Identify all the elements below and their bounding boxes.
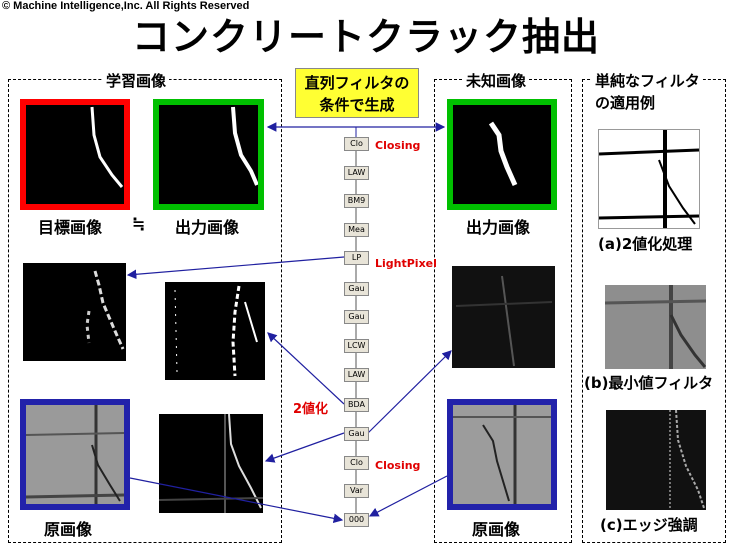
binarize-arrow [267, 332, 345, 405]
unknown-panel-title: 未知画像 [463, 70, 530, 91]
unknown-output-crack-shape [488, 121, 518, 187]
binarize-crack-shape [599, 130, 699, 228]
filter-node-3[interactable]: BM9 [344, 194, 369, 208]
filter-node-13[interactable]: Var [344, 484, 369, 498]
unknown-filtered-crack-shape [455, 275, 553, 367]
filter-node-4[interactable]: Mea [344, 223, 369, 237]
filter-node-11[interactable]: Gau [344, 427, 369, 441]
example-binarize-label: (a)2値化処理 [598, 235, 693, 253]
closing-annotation-bottom: Closing [375, 459, 421, 472]
example-binarize-image [598, 129, 700, 229]
output-image-label-right: 出力画像 [466, 218, 531, 237]
original-right-input-arrow [368, 475, 448, 517]
output-image-learning [153, 99, 264, 210]
example-edge-label: (c)エッジ強調 [600, 516, 698, 534]
lightpixel-annotation: LightPixel [375, 257, 437, 270]
output-image-label-left: 出力画像 [175, 218, 240, 237]
filter-node-7[interactable]: Gau [344, 310, 369, 324]
filter-callout: 直列フィルタの 条件で生成 [295, 68, 419, 118]
learning-panel-title: 学習画像 [103, 70, 170, 91]
filter-node-8[interactable]: LCW [344, 339, 369, 353]
original-image-learning [20, 399, 130, 510]
original-image-unknown [447, 399, 557, 510]
filter-node-1[interactable]: Clo [344, 137, 369, 151]
target-image [20, 99, 130, 210]
callout-line-1: 直列フィルタの [304, 74, 410, 92]
gaussian-intermediate-image [159, 414, 263, 513]
original-left-input-arrow [129, 477, 344, 524]
copyright-text: © Machine Intelligence,Inc. All Rights R… [2, 0, 250, 12]
filter-node-6[interactable]: Gau [344, 282, 369, 296]
lightpixel-crack-shape [85, 270, 125, 350]
approx-symbol: ≒ [132, 214, 146, 233]
binarized-crack-shape [174, 285, 258, 377]
filter-node-14[interactable]: 000 [344, 513, 369, 527]
simple-panel-title-2: の適用例 [592, 92, 659, 113]
filter-node-5[interactable]: LP [344, 251, 369, 265]
closing-annotation-top: Closing [375, 139, 421, 152]
unknown-filtered-image [452, 266, 555, 368]
page-title: コンクリートクラック抽出 [131, 15, 600, 59]
edge-crack-shape [669, 410, 705, 510]
original-crack-shape-right [453, 405, 551, 504]
lightpixel-intermediate-image [23, 263, 126, 361]
binarized-intermediate-image [165, 282, 265, 380]
original-image-label-right: 原画像 [472, 520, 521, 539]
output-image-unknown [447, 99, 557, 210]
filter-node-9[interactable]: LAW [344, 368, 369, 382]
output-crack-shape [231, 106, 258, 186]
original-crack-shape-left [26, 405, 124, 504]
lightpixel-arrow [126, 256, 345, 280]
unknown-filtered-arrow [367, 350, 452, 434]
callout-line-2: 条件で生成 [319, 96, 395, 114]
simple-panel-title-1: 単純なフィルタ [592, 70, 703, 91]
original-image-label-left: 原画像 [44, 520, 93, 539]
target-crack-shape [90, 106, 124, 188]
example-min-filter-label: (b)最小値フィルタ [584, 374, 714, 392]
filter-node-2[interactable]: LAW [344, 166, 369, 180]
example-edge-image [606, 410, 706, 510]
filter-node-12[interactable]: Clo [344, 456, 369, 470]
target-image-label: 目標画像 [38, 218, 103, 237]
gaussian-arrow [264, 432, 345, 463]
example-min-filter-image [605, 285, 706, 369]
binarize-annotation: 2値化 [293, 402, 329, 417]
filter-node-10[interactable]: BDA [344, 398, 369, 412]
min-filter-crack-shape [605, 285, 706, 369]
